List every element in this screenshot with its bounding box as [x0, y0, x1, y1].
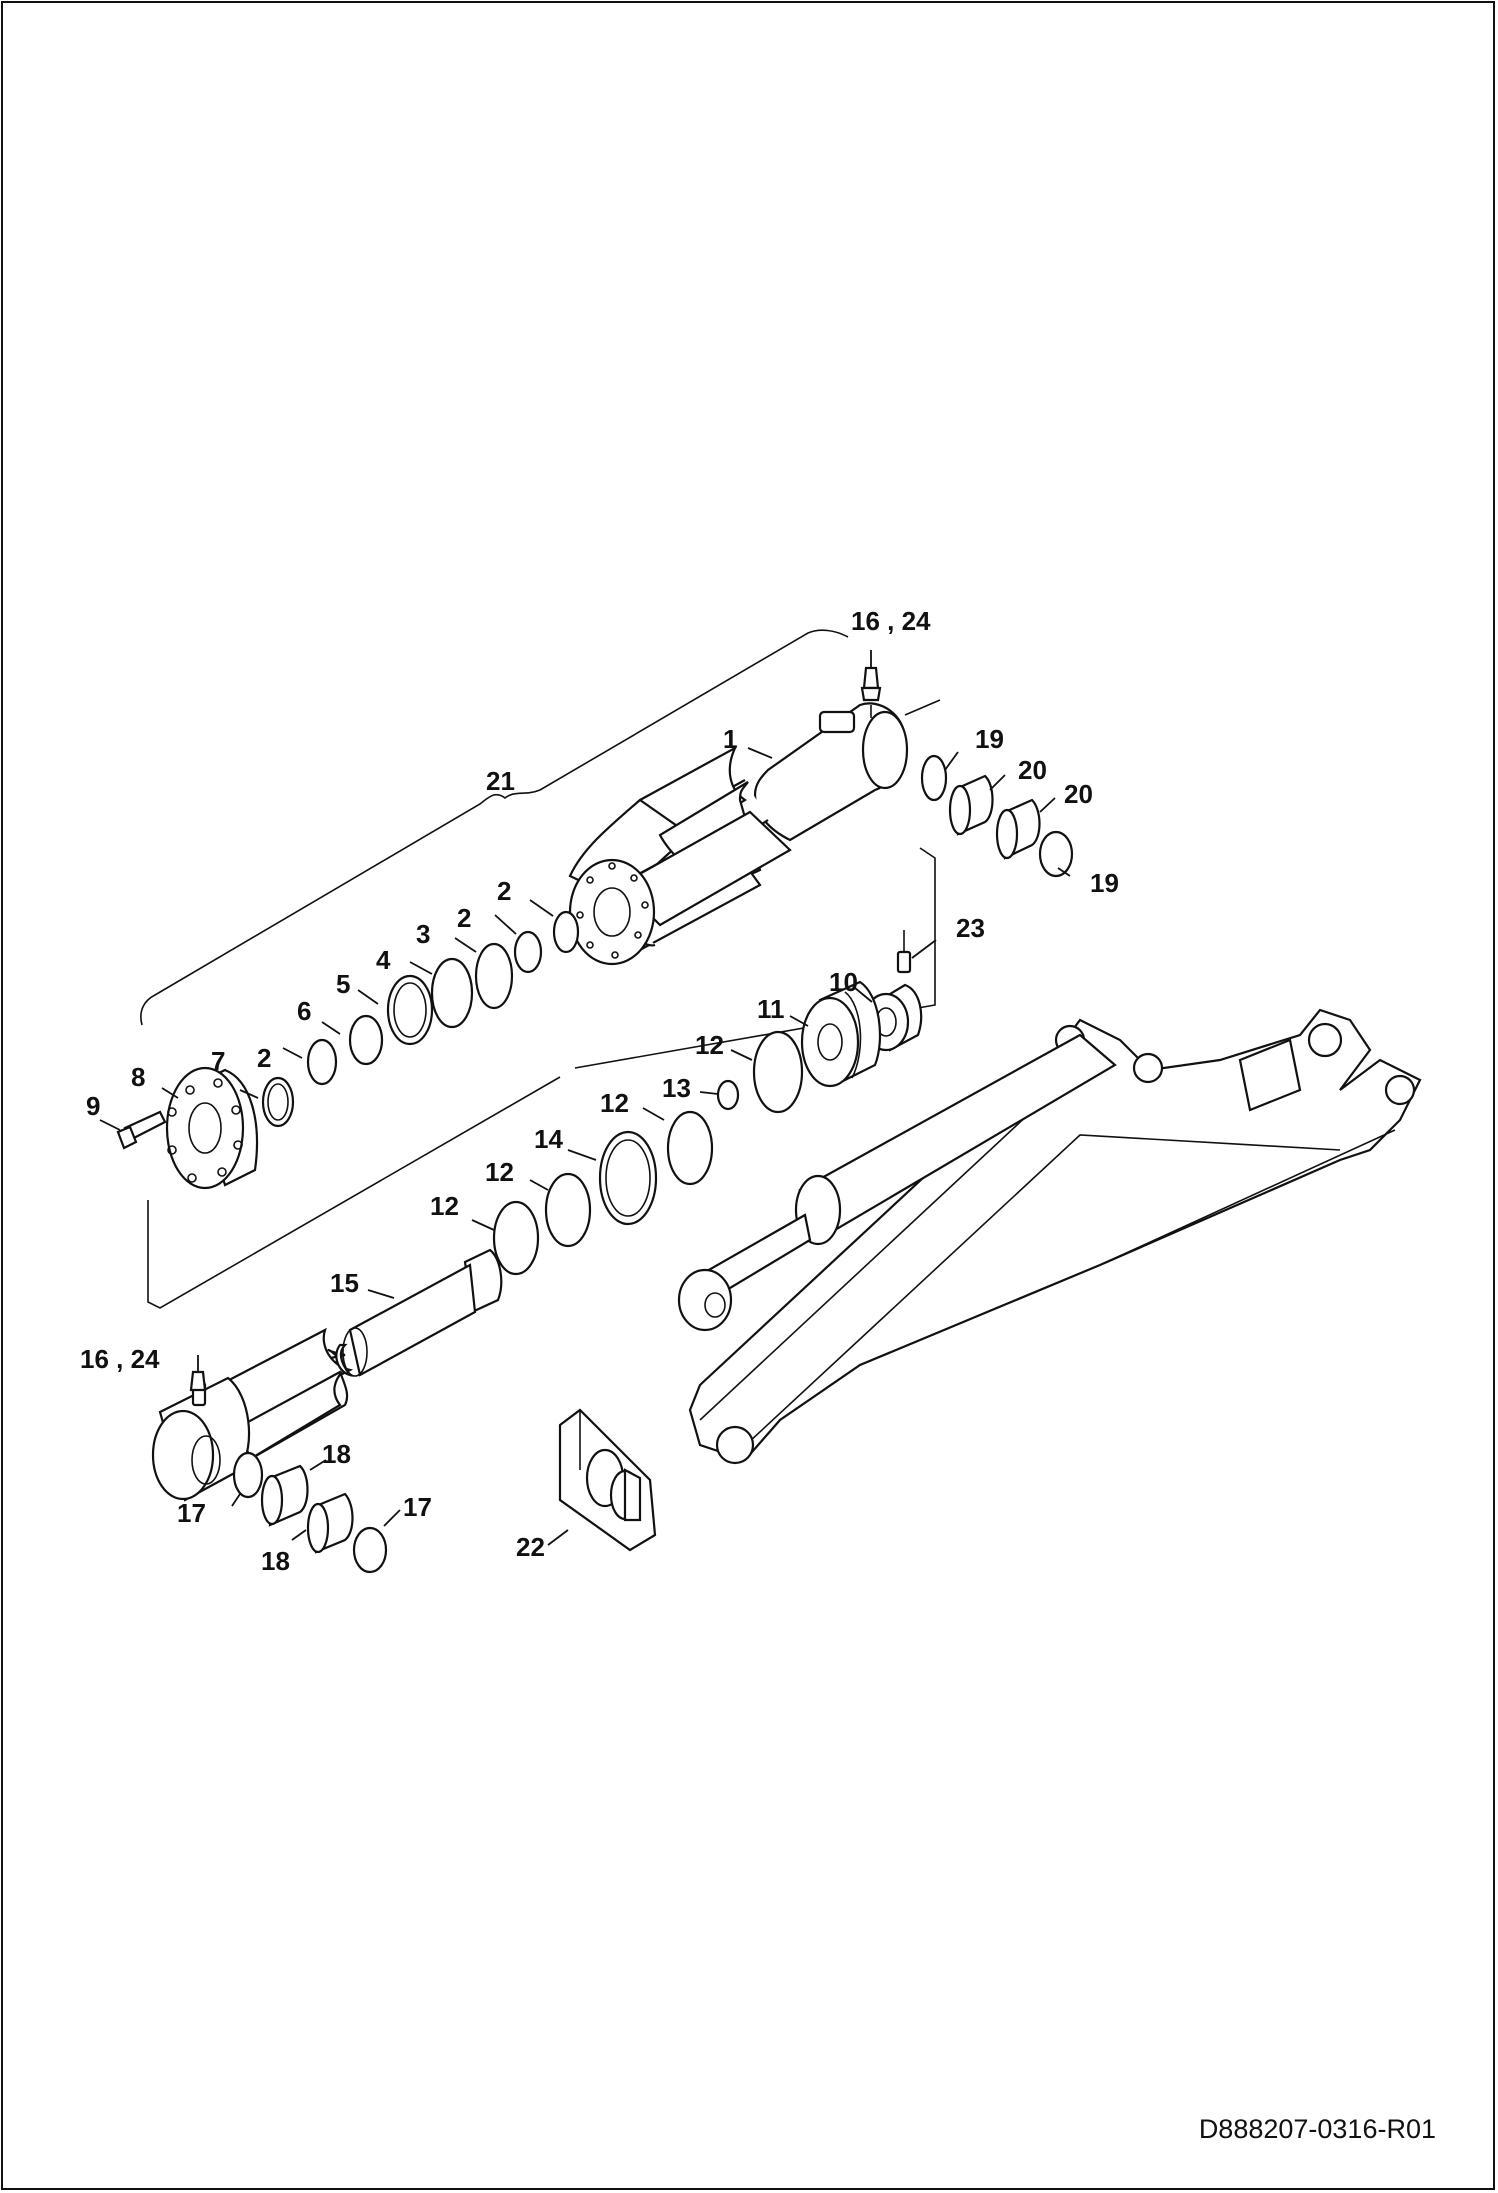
callout-15: 15 — [330, 1268, 359, 1298]
callout-2-a: 2 — [257, 1043, 271, 1073]
oring-13 — [716, 1079, 740, 1111]
bolt — [116, 1110, 167, 1150]
ring-19-a — [920, 754, 948, 802]
ring-4-outer — [430, 957, 474, 1029]
seal-rings-row — [261, 910, 580, 1128]
ring-12-c — [666, 1110, 714, 1186]
drawing-number: D888207-0316-R01 — [1198, 2114, 1436, 2144]
piston — [800, 980, 882, 1088]
tube-flange — [568, 810, 792, 966]
callout-9: 9 — [86, 1091, 100, 1121]
ring-6 — [306, 1038, 338, 1086]
callout-17-right: 17 — [403, 1492, 432, 1522]
ring-4 — [386, 974, 434, 1046]
bracket-piston-rod-group — [147, 847, 936, 1309]
callout-18-top: 18 — [322, 1439, 351, 1469]
callout-4: 4 — [376, 945, 391, 975]
callout-3: 3 — [416, 919, 430, 949]
callout-12-d: 12 — [695, 1030, 724, 1060]
callout-19-bottom: 19 — [1090, 868, 1119, 898]
head-end-bushings — [920, 754, 1074, 878]
rod-cover — [165, 1066, 259, 1190]
callout-12-a: 12 — [430, 1191, 459, 1221]
callout-7: 7 — [211, 1046, 225, 1076]
seal-14 — [598, 1130, 658, 1226]
callout-labels: 16 , 24 1 19 20 20 19 21 2 2 3 4 5 6 2 7… — [80, 606, 1119, 1576]
callout-11: 11 — [757, 994, 785, 1024]
leader-lines — [99, 650, 1071, 1546]
callout-22: 22 — [516, 1532, 545, 1562]
callout-16-24-bottom: 16 , 24 — [80, 1344, 160, 1374]
callout-20-bottom: 20 — [1064, 779, 1093, 809]
bracket-assembly — [558, 1408, 657, 1552]
callout-8: 8 — [131, 1062, 145, 1092]
rod-eye — [151, 1376, 251, 1502]
bracket-21 — [140, 629, 849, 1026]
callout-12-b: 12 — [485, 1157, 514, 1187]
grease-fitting-top — [860, 666, 882, 718]
callout-2-c: 2 — [497, 876, 511, 906]
boom-cylinder-installed — [677, 1033, 1117, 1332]
callout-18-bottom: 18 — [261, 1546, 290, 1576]
callout-20-top: 20 — [1018, 755, 1047, 785]
ring-12-b — [544, 1172, 592, 1248]
callout-17-left: 17 — [177, 1498, 206, 1528]
rod-eye-bushings — [232, 1451, 388, 1574]
ring-17-a — [232, 1451, 264, 1499]
callout-19-top: 19 — [975, 724, 1004, 754]
ring-2c — [552, 910, 580, 954]
callout-10: 10 — [829, 967, 858, 997]
port-fitting — [818, 710, 856, 734]
ring-17-b — [352, 1526, 388, 1574]
ring-12-a — [492, 1200, 540, 1276]
callout-1: 1 — [723, 724, 737, 754]
callout-13: 13 — [662, 1073, 691, 1103]
grease-fitting-bottom — [189, 1370, 207, 1392]
callout-5: 5 — [336, 969, 350, 999]
callout-23: 23 — [956, 913, 985, 943]
ring-19-b — [1038, 830, 1074, 878]
callout-21: 21 — [486, 766, 515, 796]
callout-16-24-top: 16 , 24 — [851, 606, 931, 636]
piston-rings — [492, 1030, 804, 1276]
callout-12-c: 12 — [600, 1088, 629, 1118]
ring-2b — [513, 930, 543, 974]
ring-3 — [474, 942, 514, 1010]
ring-5 — [348, 1014, 384, 1066]
callout-2-b: 2 — [457, 903, 471, 933]
callout-6: 6 — [297, 996, 311, 1026]
set-screw — [896, 930, 912, 974]
callout-14: 14 — [534, 1124, 563, 1154]
ring-12-d — [752, 1030, 804, 1114]
